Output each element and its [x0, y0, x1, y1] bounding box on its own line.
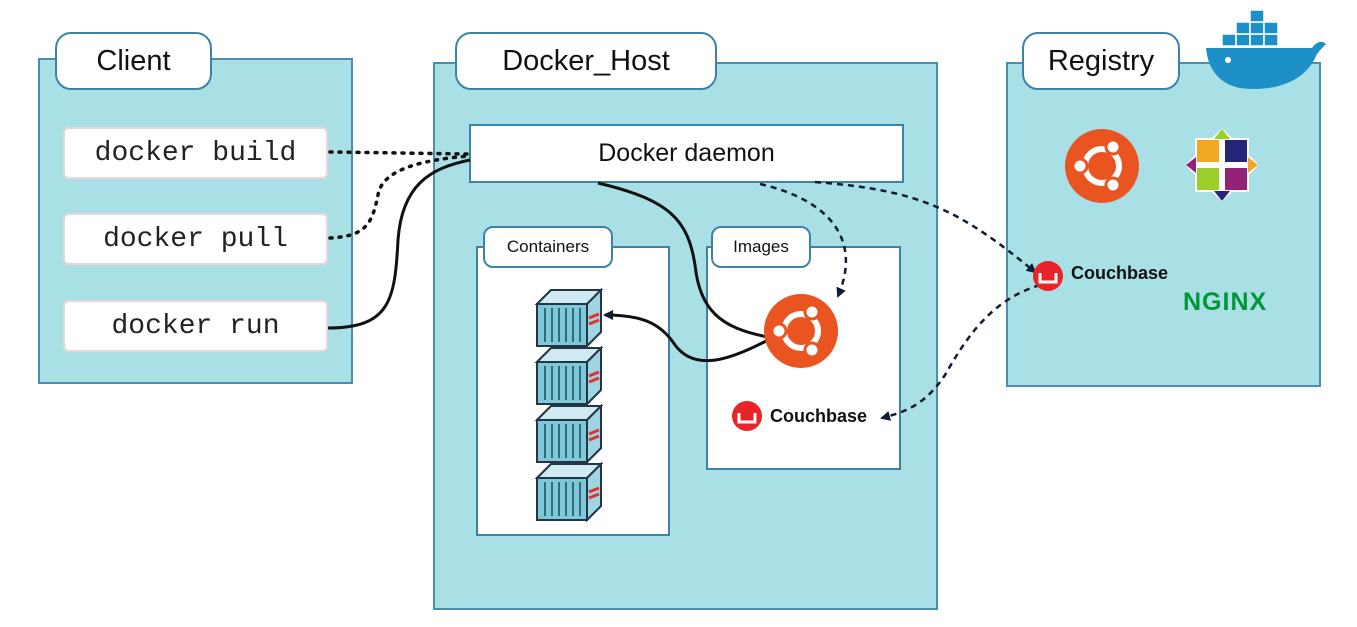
daemon-to-images-arrow [759, 182, 848, 298]
containers-title: Containers [483, 226, 613, 268]
client-title: Client [55, 32, 212, 90]
pull-connection [328, 154, 471, 240]
daemon-to-ubuntu-connection [597, 181, 769, 339]
ubuntu-icon [1065, 129, 1139, 203]
couchbase-icon [732, 401, 762, 431]
registry-couchbase-label: Couchbase [1071, 263, 1169, 283]
container-icon [535, 288, 603, 348]
centos-icon [1185, 128, 1259, 202]
container-icon [535, 462, 603, 522]
container-icon [535, 404, 603, 464]
docker-host-title: Docker_Host [455, 32, 717, 90]
registry-panel [1006, 62, 1321, 387]
images-couchbase-label: Couchbase [770, 406, 868, 426]
ubuntu-icon [764, 294, 838, 368]
couchbase-icon [1033, 261, 1063, 291]
docker-run-command: docker run [63, 300, 328, 352]
registry-to-images-arrow [880, 283, 1041, 421]
run-connection [327, 158, 471, 330]
ubuntu-to-container-arrow [603, 310, 769, 363]
docker-daemon-box: Docker daemon [469, 124, 904, 183]
daemon-to-registry-arrow [814, 180, 1037, 274]
build-connection [328, 150, 471, 156]
docker-build-command: docker build [63, 127, 328, 179]
nginx-logo: NGINX [1183, 288, 1268, 316]
container-icon [535, 346, 603, 406]
images-title: Images [711, 226, 811, 268]
docker-pull-command: docker pull [63, 213, 328, 265]
registry-title: Registry [1022, 32, 1180, 90]
docker-whale-icon [1206, 9, 1326, 89]
